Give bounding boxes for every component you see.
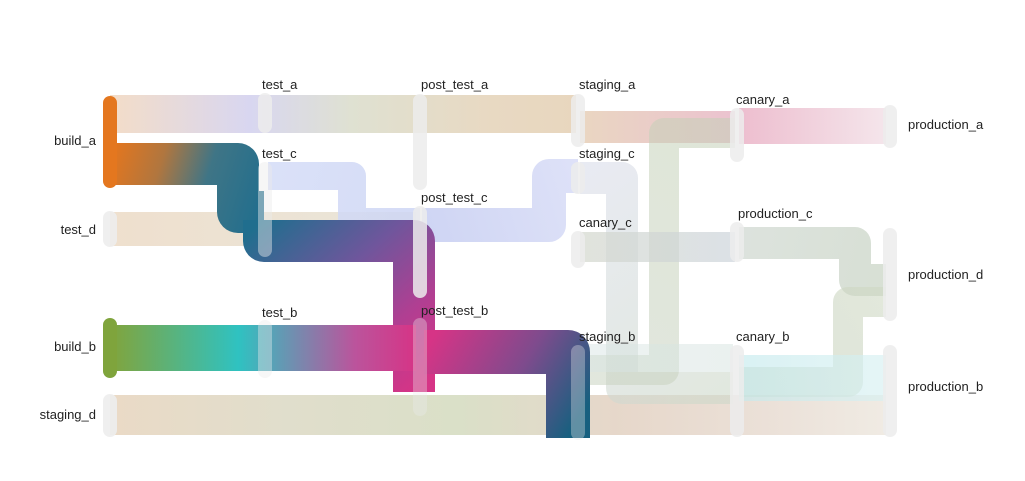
- node-label-post_test_a: post_test_a: [421, 77, 489, 92]
- node-bar-test_b[interactable]: [258, 320, 272, 378]
- node-label-production_b: production_b: [908, 379, 983, 394]
- node-label-build_a: build_a: [54, 133, 97, 148]
- node-label-test_c: test_c: [262, 146, 297, 161]
- node-label-production_a: production_a: [908, 117, 984, 132]
- node-bar-test_c[interactable]: [258, 162, 272, 257]
- node-bar-staging_c[interactable]: [571, 162, 585, 194]
- node-bar-post_test_c[interactable]: [413, 206, 427, 298]
- node-bar-staging_d[interactable]: [103, 394, 117, 437]
- node-bar-canary_c[interactable]: [571, 231, 585, 268]
- node-label-production_c: production_c: [738, 206, 813, 221]
- node-label-canary_b: canary_b: [736, 329, 789, 344]
- node-bar-production_a[interactable]: [883, 105, 897, 148]
- node-label-staging_a: staging_a: [579, 77, 636, 92]
- node-label-post_test_c: post_test_c: [421, 190, 488, 205]
- node-label-test_a: test_a: [262, 77, 298, 92]
- node-bar-post_test_a[interactable]: [413, 94, 427, 190]
- node-bar-test_a[interactable]: [258, 93, 272, 133]
- flow-staging_c-canary_b[interactable]: [580, 162, 733, 404]
- flow-production_c-production_d[interactable]: [739, 227, 886, 296]
- node-label-staging_c: staging_c: [579, 146, 635, 161]
- node-bar-production_d[interactable]: [883, 228, 897, 321]
- flow-build_a-test_c[interactable]: [110, 143, 264, 233]
- node-bar-build_a[interactable]: [103, 96, 117, 188]
- node-bar-canary_a[interactable]: [730, 108, 744, 162]
- node-bar-production_c[interactable]: [730, 222, 744, 262]
- node-label-staging_b: staging_b: [579, 329, 635, 344]
- node-bar-staging_b[interactable]: [571, 345, 585, 440]
- node-bar-production_b[interactable]: [883, 345, 897, 437]
- node-label-canary_a: canary_a: [736, 92, 790, 107]
- node-label-test_d: test_d: [61, 222, 96, 237]
- node-label-build_b: build_b: [54, 339, 96, 354]
- node-bar-canary_b[interactable]: [730, 345, 744, 437]
- node-label-staging_d: staging_d: [40, 407, 96, 422]
- node-bar-staging_a[interactable]: [571, 94, 585, 147]
- flow-post_test_c-staging_c[interactable]: [422, 159, 578, 242]
- node-label-canary_c: canary_c: [579, 215, 632, 230]
- node-label-production_d: production_d: [908, 267, 983, 282]
- node-bar-post_test_b[interactable]: [413, 318, 427, 416]
- flow-test_c-post_test_b[interactable]: [243, 220, 435, 392]
- node-bar-test_d[interactable]: [103, 211, 117, 247]
- node-label-post_test_b: post_test_b: [421, 303, 488, 318]
- flow-post_test_b-staging_b[interactable]: [424, 330, 590, 438]
- node-bar-build_b[interactable]: [103, 318, 117, 378]
- node-label-test_b: test_b: [262, 305, 297, 320]
